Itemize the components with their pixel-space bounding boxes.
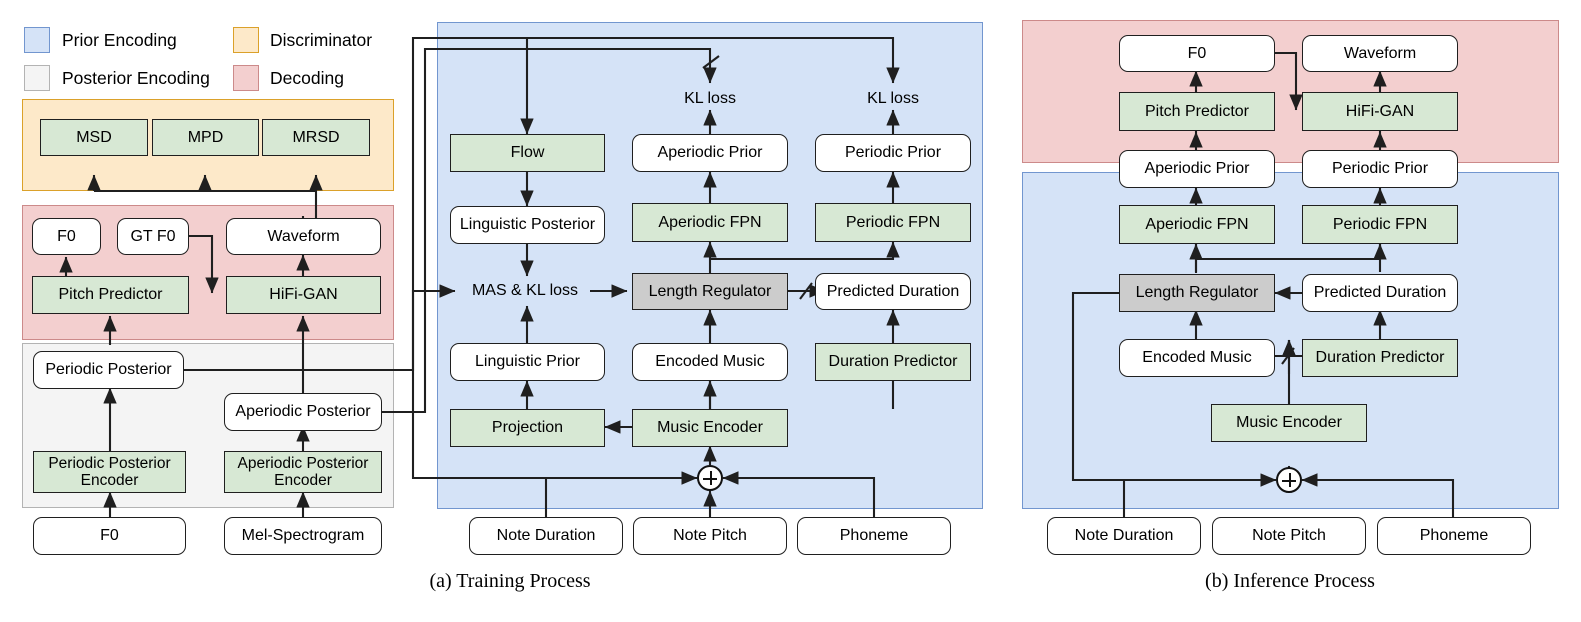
block-projection[interactable]: Projection [450,409,605,447]
block-note-duration-training[interactable]: Note Duration [469,517,623,555]
block-aperiodic-prior-inference[interactable]: Aperiodic Prior [1119,150,1275,188]
caption-inference: (b) Inference Process [1205,570,1375,592]
block-phoneme-training[interactable]: Phoneme [797,517,951,555]
block-periodic-prior[interactable]: Periodic Prior [815,134,971,172]
block-hifi-gan-inference[interactable]: HiFi-GAN [1302,92,1458,131]
block-aperiodic-fpn-inference[interactable]: Aperiodic FPN [1119,205,1275,244]
block-periodic-fpn-inference[interactable]: Periodic FPN [1302,205,1458,244]
legend-swatch-posterior [24,65,50,91]
block-f0-output[interactable]: F0 [32,218,101,255]
sum-operator-inference [1276,467,1302,493]
legend-swatch-prior [24,27,50,53]
block-f0-input[interactable]: F0 [33,517,186,555]
block-duration-predictor[interactable]: Duration Predictor [815,343,971,381]
block-note-duration-inference[interactable]: Note Duration [1047,517,1201,555]
block-f0-inference[interactable]: F0 [1119,35,1275,72]
prior-encoding-panel-inference [1022,172,1559,509]
block-periodic-posterior-encoder[interactable]: Periodic Posterior Encoder [33,451,186,493]
legend-label-prior: Prior Encoding [62,30,177,50]
block-predicted-duration[interactable]: Predicted Duration [815,273,971,310]
legend-swatch-decoding [233,65,259,91]
label-mas-kl-loss: MAS & KL loss [471,282,579,299]
block-periodic-prior-inference[interactable]: Periodic Prior [1302,150,1458,188]
block-aperiodic-prior[interactable]: Aperiodic Prior [632,134,788,172]
block-duration-predictor-inference[interactable]: Duration Predictor [1302,339,1458,377]
block-length-regulator-inference[interactable]: Length Regulator [1119,274,1275,312]
block-waveform[interactable]: Waveform [226,218,381,255]
block-note-pitch-inference[interactable]: Note Pitch [1212,517,1366,555]
block-aperiodic-posterior-encoder[interactable]: Aperiodic Posterior Encoder [224,451,382,493]
block-flow[interactable]: Flow [450,134,605,172]
block-phoneme-inference[interactable]: Phoneme [1377,517,1531,555]
label-kl-loss-right: KL loss [867,90,919,107]
block-mel-spectrogram[interactable]: Mel-Spectrogram [224,517,382,555]
decoding-panel-inference [1022,20,1559,163]
block-gt-f0[interactable]: GT F0 [117,218,189,255]
legend-label-discriminator: Discriminator [270,30,373,50]
block-hifi-gan[interactable]: HiFi-GAN [226,276,381,314]
block-aperiodic-fpn[interactable]: Aperiodic FPN [632,203,788,242]
block-predicted-duration-inference[interactable]: Predicted Duration [1302,274,1458,312]
block-mpd[interactable]: MPD [152,119,259,156]
block-waveform-inference[interactable]: Waveform [1302,35,1458,72]
block-music-encoder-inference[interactable]: Music Encoder [1211,404,1367,442]
block-pitch-predictor-inference[interactable]: Pitch Predictor [1119,92,1275,131]
block-music-encoder[interactable]: Music Encoder [632,409,788,447]
block-mrsd[interactable]: MRSD [262,119,370,156]
block-msd[interactable]: MSD [40,119,148,156]
sum-operator-training [697,465,723,491]
block-linguistic-prior[interactable]: Linguistic Prior [450,343,605,381]
block-periodic-fpn[interactable]: Periodic FPN [815,203,971,242]
block-note-pitch-training[interactable]: Note Pitch [633,517,787,555]
block-linguistic-posterior[interactable]: Linguistic Posterior [450,206,605,244]
legend-label-posterior: Posterior Encoding [62,68,210,88]
block-periodic-posterior[interactable]: Periodic Posterior [33,351,184,389]
block-aperiodic-posterior[interactable]: Aperiodic Posterior [224,393,382,431]
legend-label-decoding: Decoding [270,68,344,88]
block-encoded-music-inference[interactable]: Encoded Music [1119,339,1275,377]
block-length-regulator[interactable]: Length Regulator [632,273,788,310]
label-kl-loss-left: KL loss [684,90,736,107]
caption-training: (a) Training Process [429,570,591,592]
block-pitch-predictor[interactable]: Pitch Predictor [32,276,189,314]
legend-swatch-discriminator [233,27,259,53]
block-encoded-music[interactable]: Encoded Music [632,343,788,381]
